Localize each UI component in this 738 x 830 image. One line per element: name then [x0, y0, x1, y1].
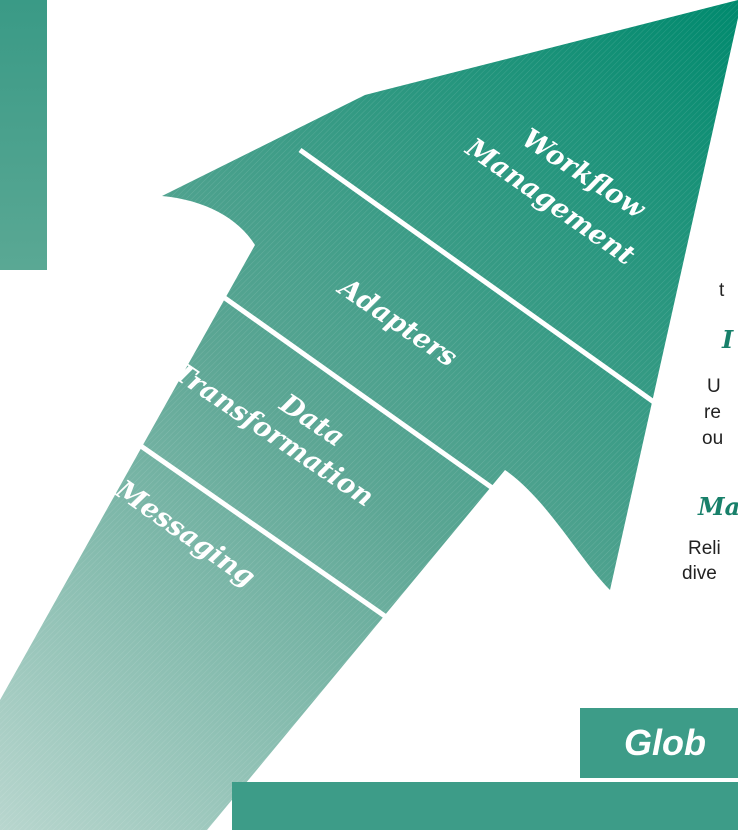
side-text-3: re — [704, 402, 721, 423]
divider-data-messaging — [93, 411, 404, 631]
divider-workflow-adapters — [298, 147, 667, 413]
left-decorative-bar — [0, 0, 47, 270]
side-text-4: ou — [702, 428, 724, 449]
side-text-2: U — [707, 376, 721, 397]
side-text-1: t — [719, 280, 725, 301]
divider-adapters-data — [220, 293, 500, 495]
side-text-6: dive — [682, 563, 717, 584]
side-heading-1: I — [722, 325, 734, 354]
bottom-strip — [232, 782, 738, 830]
side-heading-2: Ma — [698, 492, 738, 521]
global-box: Glob — [580, 708, 738, 778]
side-text-5: Reli — [688, 538, 721, 559]
